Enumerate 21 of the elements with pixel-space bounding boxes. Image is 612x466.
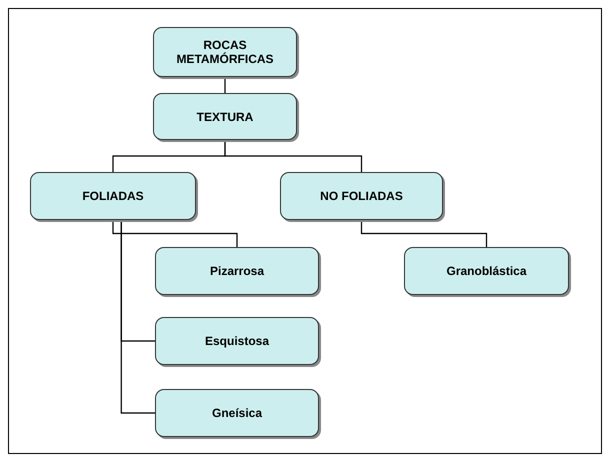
node-label: Gneísica [212,406,262,420]
connector-line [360,220,488,247]
node-label: TEXTURA [196,110,254,124]
connector-line [224,77,226,93]
category-box [153,93,297,140]
category-box [404,247,569,295]
category-box [155,247,319,295]
node-label: Granoblástica [446,264,527,278]
connector-line [112,220,238,247]
category-box [153,27,297,77]
connector-line [120,220,155,414]
category-box [30,172,196,220]
connector-line [224,140,362,172]
node-label: Esquistosa [204,334,270,348]
node-label: Pizarrosa [210,264,264,278]
category-box [155,317,319,365]
node-label: ROCAS METAMÓRFICAS [175,38,275,66]
category-box [155,389,319,437]
node-label: FOLIADAS [82,189,144,203]
category-box [280,172,443,220]
node-label: NO FOLIADAS [320,189,403,203]
